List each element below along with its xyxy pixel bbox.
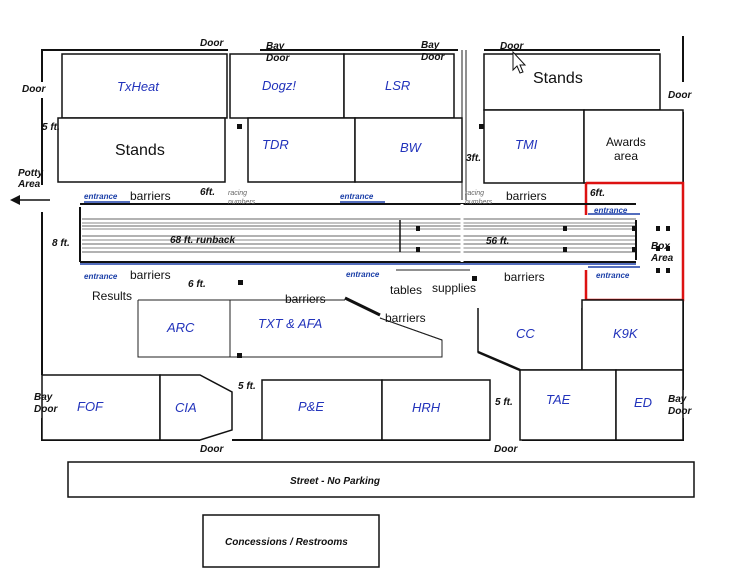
barriers-diagonal: barriers	[385, 311, 426, 325]
street-box	[67, 461, 695, 498]
team-dogz: Dogz!	[262, 78, 296, 93]
team-tmi: TMI	[515, 137, 538, 152]
door-right-label: Door	[668, 90, 692, 101]
entrance-2: entrance	[340, 192, 374, 201]
door-left-label: Door	[22, 84, 46, 95]
door-bottom-right-label: Door	[494, 444, 518, 455]
dim-5ft-bottom-right: 5 ft.	[495, 397, 513, 408]
entrance-1: entrance	[84, 192, 118, 201]
dim-6ft-right: 6ft.	[590, 188, 605, 199]
team-k9k: K9K	[613, 326, 639, 341]
barriers-bottom-left: barriers	[130, 268, 171, 282]
team-arc: ARC	[166, 320, 195, 335]
barrier-diagonal	[344, 296, 381, 317]
crate-hrh	[381, 379, 491, 441]
team-tdr: TDR	[262, 137, 289, 152]
concessions-box	[202, 514, 380, 568]
team-hrh: HRH	[412, 400, 441, 415]
entrance-3: entrance	[594, 206, 628, 215]
team-ed: ED	[634, 395, 652, 410]
team-txt-afa: TXT & AFA	[258, 316, 322, 331]
barriers-top-right: barriers	[506, 189, 547, 203]
stands-left-label: Stands	[115, 142, 165, 159]
team-pe: P&E	[298, 399, 324, 414]
barriers-bottom-right: barriers	[504, 270, 545, 284]
barriers-top-left: barriers	[130, 189, 171, 203]
crate-cia	[159, 374, 233, 441]
crate-ed	[615, 369, 684, 441]
barrier-b2	[379, 317, 443, 341]
supplies-label: supplies	[432, 281, 476, 295]
potty-arrow-head	[10, 195, 20, 205]
racing-lanes	[79, 201, 640, 268]
crate-k9k	[581, 299, 684, 371]
door-top-left-label: Door	[200, 38, 224, 49]
dim-6ft-bottom: 6 ft.	[188, 279, 206, 290]
team-fof: FOF	[77, 399, 104, 414]
crate-txheat	[61, 53, 228, 119]
dim-6ft-left: 6ft.	[200, 187, 215, 198]
tables-label: tables	[390, 283, 422, 297]
mouse-cursor-icon	[512, 50, 527, 74]
dim-8ft: 8 ft.	[52, 238, 70, 249]
entrance-5: entrance	[346, 270, 380, 279]
crate-bw	[354, 117, 463, 183]
dim-runback: 68 ft. runback	[170, 235, 235, 246]
crate-tae	[519, 369, 617, 441]
concessions-label: Concessions / Restrooms	[225, 537, 348, 548]
dim-5ft-bottom-left: 5 ft.	[238, 381, 256, 392]
team-cc: CC	[516, 326, 535, 341]
entrance-4: entrance	[84, 272, 118, 281]
barriers-middle: barriers	[285, 292, 326, 306]
team-bw: BW	[400, 140, 423, 155]
door-bottom-left-label: Door	[200, 444, 224, 455]
crate-dogz	[229, 53, 345, 119]
team-lsr: LSR	[385, 78, 410, 93]
crate-lsr	[343, 53, 455, 119]
cc-barrier	[477, 350, 521, 372]
door-top-right-label: Door	[500, 41, 524, 52]
stands-right-label: Stands	[533, 70, 583, 87]
box-area-crates	[656, 226, 670, 273]
wall-top-left	[41, 49, 228, 82]
posts	[237, 124, 484, 358]
team-txheat: TxHeat	[117, 79, 160, 94]
team-cia: CIA	[175, 400, 197, 415]
results-label: Results	[92, 289, 132, 303]
crate-tdr	[247, 117, 356, 183]
results-line	[137, 300, 230, 358]
dim-3ft: 3ft.	[466, 153, 481, 164]
dim-5ft-left: 5 ft.	[42, 122, 60, 133]
awards-box	[583, 109, 684, 184]
entrance-6: entrance	[596, 271, 630, 280]
dim-56ft: 56 ft.	[486, 236, 509, 247]
street-label: Street - No Parking	[290, 476, 380, 487]
team-tae: TAE	[546, 392, 571, 407]
stands-left-box	[57, 117, 226, 183]
